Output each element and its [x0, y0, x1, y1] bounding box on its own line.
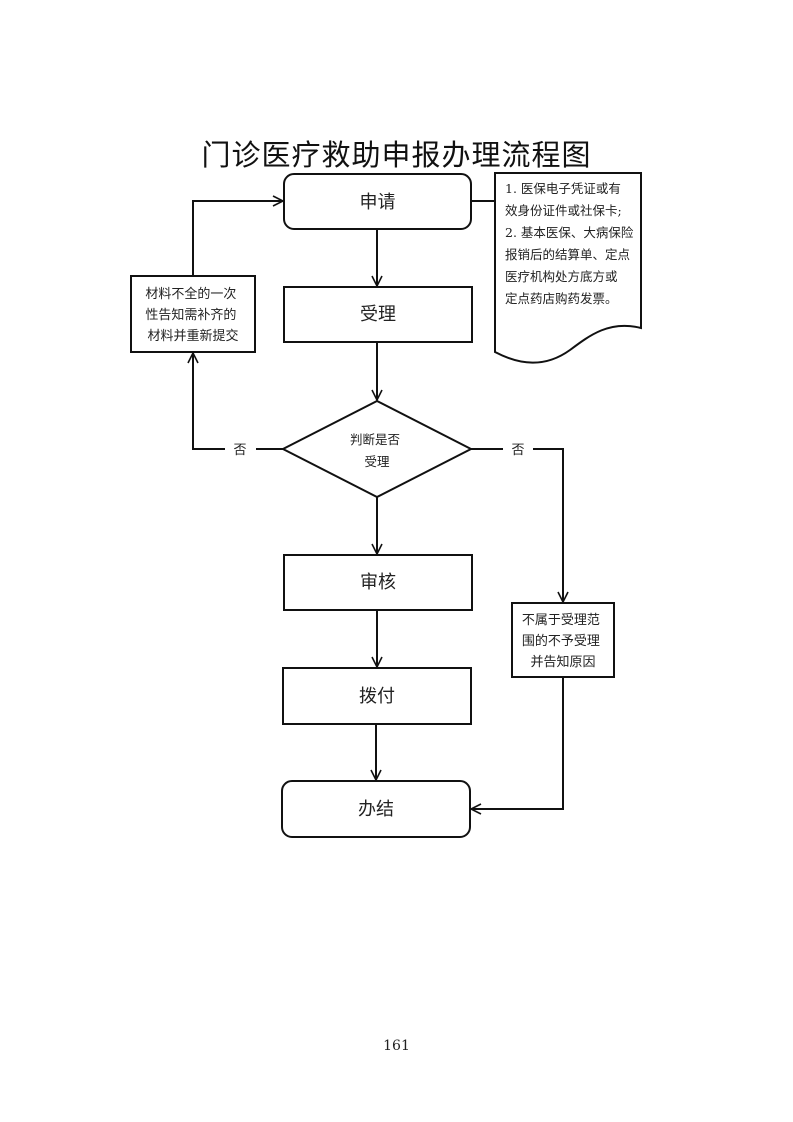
node-incomplete-materials: 材料不全的一次 性告知需补齐的 材料并重新提交 — [130, 275, 256, 353]
out-of-scope-line: 围的不予受理 — [522, 633, 600, 649]
page-title: 门诊医疗救助申报办理流程图 — [201, 138, 592, 172]
incomplete-line: 性告知需补齐的 — [145, 307, 236, 323]
edge-label-left-no: 否 — [233, 443, 246, 458]
edge-label-right-no: 否 — [511, 443, 524, 458]
svg-text:材料不全的一次 性告知需补齐的 材料: 材料不全的一次 性告知需补齐的 材料并重新提交 — [145, 286, 240, 344]
required-documents-text: 1. 医保电子凭证或有 效身份证件或社保卡; 2. 基本医保、大病保险 报销后的… — [505, 181, 637, 306]
edge-out-of-scope-complete — [471, 677, 564, 809]
doc-line: 定点药店购药发票。 — [505, 291, 618, 306]
node-accept: 受理 — [283, 286, 473, 343]
incomplete-line: 材料并重新提交 — [147, 328, 238, 344]
node-apply: 申请 — [283, 173, 472, 230]
node-out-of-scope: 不属于受理范 围的不予受理 并告知原因 — [511, 602, 615, 678]
node-complete: 办结 — [281, 780, 471, 838]
node-apply-label: 申请 — [360, 192, 396, 213]
edge-incomplete-apply — [192, 201, 283, 276]
decision-line: 判断是否 — [350, 432, 400, 447]
svg-text:不属于受理范 围的不予受理 并告知原: 不属于受理范 围的不予受理 并告知原因 — [522, 613, 604, 670]
doc-line: 2. 基本医保、大病保险 — [505, 225, 634, 240]
svg-text:判断是否 受理: 判断是否 受理 — [350, 432, 404, 469]
node-complete-label: 办结 — [358, 799, 394, 820]
doc-line: 1. 医保电子凭证或有 — [505, 181, 621, 196]
out-of-scope-line: 并告知原因 — [530, 654, 595, 670]
decision-line: 受理 — [364, 454, 390, 469]
page-number: 161 — [383, 1038, 410, 1054]
edge-left-no-b — [193, 353, 225, 450]
node-required-documents: 1. 医保电子凭证或有 效身份证件或社保卡; 2. 基本医保、大病保险 报销后的… — [494, 172, 642, 364]
incomplete-line: 材料不全的一次 — [145, 286, 236, 302]
out-of-scope-line: 不属于受理范 — [522, 613, 600, 628]
node-accept-label: 受理 — [360, 304, 396, 325]
edge-right-no-b — [533, 448, 563, 602]
node-payment: 拨付 — [282, 667, 472, 725]
doc-line: 医疗机构处方底方或 — [505, 269, 618, 284]
node-payment-label: 拨付 — [359, 686, 395, 707]
node-decision: 判断是否 受理 — [280, 399, 474, 499]
node-review: 审核 — [283, 554, 473, 611]
node-review-label: 审核 — [360, 572, 396, 593]
doc-line: 效身份证件或社保卡; — [505, 203, 622, 218]
doc-line: 报销后的结算单、定点 — [505, 247, 630, 262]
